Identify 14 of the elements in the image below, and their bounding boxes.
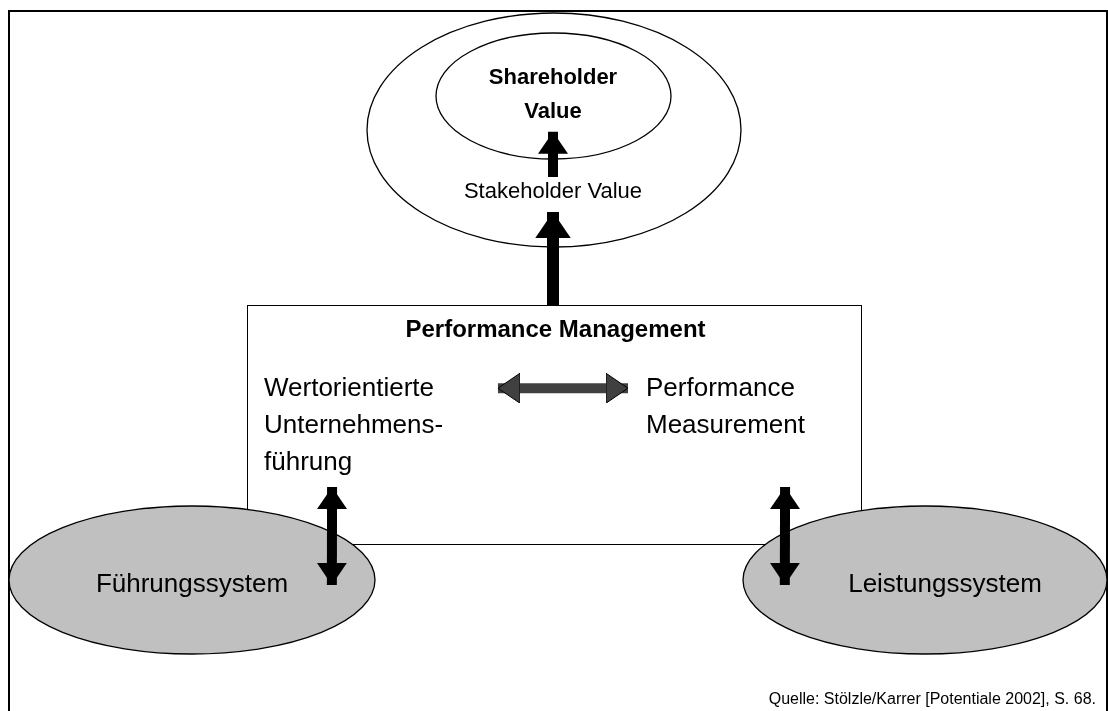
block-arrow [316, 487, 348, 585]
ellipse-label: Stakeholder Value [462, 177, 644, 205]
node-text: Performance Measurement [646, 371, 806, 441]
ellipse-label: Führungssystem [94, 567, 290, 600]
process-box [247, 305, 862, 545]
block-arrow [538, 131, 568, 177]
ellipse-label: Leistungssystem [847, 567, 1043, 600]
source-caption: Quelle: Stölzle/Karrer [Potentiale 2002], S. 68. [768, 690, 1096, 708]
block-arrow [535, 212, 571, 305]
box-heading: Performance Management [404, 314, 707, 344]
block-arrow [769, 487, 800, 585]
node-text: Wertorientierte Unternehmens- führung [264, 371, 445, 478]
ellipse-label: Shareholder Value [487, 63, 619, 126]
block-arrow [497, 372, 629, 404]
